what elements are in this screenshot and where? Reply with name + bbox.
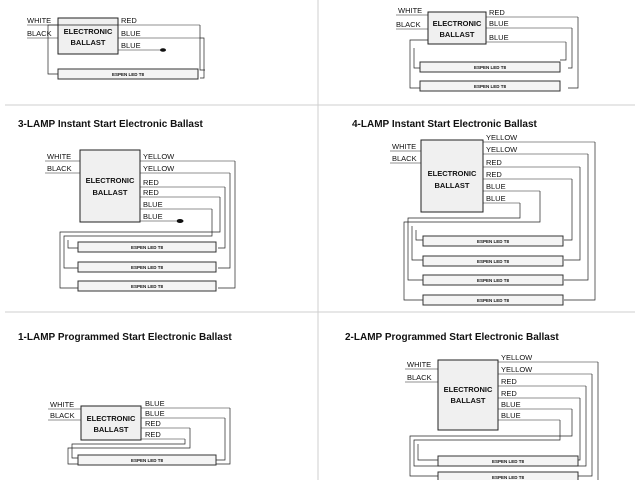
wire-label-blue: BLUE (145, 399, 165, 408)
diagram-top-left: WHITE BLACK ELECTRONIC BALLAST RED BLUE … (27, 16, 205, 80)
wire-label-black: BLACK (392, 154, 417, 163)
wire-label-blue: BLUE (121, 41, 141, 50)
led-tube (422, 255, 564, 267)
ballast-box (57, 17, 119, 55)
wire-label-black: BLACK (407, 373, 432, 382)
diagram-2-lamp-programmed: 2-LAMP Programmed Start Electronic Balla… (345, 332, 599, 480)
ballast-box (427, 11, 487, 45)
led-tube (419, 61, 561, 73)
tube-label: ESPEN LED T8 (474, 84, 507, 89)
diagram-1-lamp-programmed: 1-LAMP Programmed Start Electronic Balla… (18, 332, 232, 466)
diagram-4-lamp-instant: 4-LAMP Instant Start Electronic Ballast … (352, 119, 596, 306)
wire-label-red: RED (486, 158, 502, 167)
wire-label-red: RED (486, 170, 502, 179)
ballast-label: BALLAST (440, 30, 475, 39)
tube-label: ESPEN LED T8 (477, 259, 510, 264)
wire-label-blue: BLUE (501, 411, 521, 420)
ballast-box (80, 405, 142, 441)
wire-label-black: BLACK (47, 164, 72, 173)
wire-label-white: WHITE (398, 6, 422, 15)
wire-label-yellow: YELLOW (501, 365, 533, 374)
tube-label: ESPEN LED T8 (131, 265, 164, 270)
diagram-3-lamp-instant: 3-LAMP Instant Start Electronic Ballast … (18, 119, 236, 292)
led-tube (422, 294, 564, 306)
wire-label-black: BLACK (396, 20, 421, 29)
wire-label-blue: BLUE (501, 400, 521, 409)
wire-label-red: RED (143, 188, 159, 197)
led-tube (422, 235, 564, 247)
wire-label-white: WHITE (50, 400, 74, 409)
led-tube (437, 471, 579, 480)
wire-nut (176, 219, 184, 223)
tube-label: ESPEN LED T8 (474, 65, 507, 70)
led-tube (419, 80, 561, 92)
led-tube (437, 455, 579, 467)
led-tube (77, 261, 217, 273)
section-title: 4-LAMP Instant Start Electronic Ballast (352, 119, 538, 130)
wire-label-blue: BLUE (143, 200, 163, 209)
ballast-label: ELECTRONIC (433, 19, 482, 28)
wire-label-black: BLACK (50, 411, 75, 420)
section-title: 1-LAMP Programmed Start Electronic Balla… (18, 332, 232, 343)
wire-label-yellow: YELLOW (143, 164, 175, 173)
tube-label: ESPEN LED T8 (477, 239, 510, 244)
wire-label-yellow: YELLOW (486, 145, 518, 154)
wire-label-red: RED (121, 16, 137, 25)
ballast-label: BALLAST (435, 181, 470, 190)
ballast-label: ELECTRONIC (87, 414, 136, 423)
tube-label: ESPEN LED T8 (131, 284, 164, 289)
tube-label: ESPEN LED T8 (477, 278, 510, 283)
ballast-label: ELECTRONIC (86, 176, 135, 185)
led-tube (77, 280, 217, 292)
diagram-top-right: WHITE BLACK ELECTRONIC BALLAST RED BLUE … (396, 6, 579, 92)
wire-label-red: RED (143, 178, 159, 187)
ballast-label: BALLAST (94, 425, 129, 434)
wire-label-blue: BLUE (486, 194, 506, 203)
tube-label: ESPEN LED T8 (477, 298, 510, 303)
wire-label-white: WHITE (47, 152, 71, 161)
wire-label-red: RED (145, 430, 161, 439)
wire-label-yellow: YELLOW (486, 133, 518, 142)
ballast-label: ELECTRONIC (428, 169, 477, 178)
ballast-label: ELECTRONIC (64, 27, 113, 36)
wire-label-blue: BLUE (121, 29, 141, 38)
ballast-label: BALLAST (71, 38, 106, 47)
wire-label-blue: BLUE (489, 33, 509, 42)
wire-nut (160, 48, 166, 52)
wire-label-yellow: YELLOW (143, 152, 175, 161)
wire-label-black: BLACK (27, 29, 52, 38)
tube-label: ESPEN LED T8 (131, 245, 164, 250)
tube-label: ESPEN LED T8 (492, 475, 525, 480)
ballast-label: ELECTRONIC (444, 385, 493, 394)
led-tube (422, 274, 564, 286)
wire-label-white: WHITE (27, 16, 51, 25)
tube-label: ESPEN LED T8 (131, 458, 164, 463)
led-tube (77, 454, 217, 466)
ballast-box (79, 149, 141, 223)
wire-label-blue: BLUE (486, 182, 506, 191)
wire-label-yellow: YELLOW (501, 353, 533, 362)
wire-label-blue: BLUE (145, 409, 165, 418)
wire-label-red: RED (501, 377, 517, 386)
ballast-box (437, 359, 499, 431)
section-title: 2-LAMP Programmed Start Electronic Balla… (345, 332, 559, 343)
wire-label-white: WHITE (392, 142, 416, 151)
ballast-label: BALLAST (451, 396, 486, 405)
ballast-label: BALLAST (93, 188, 128, 197)
section-title: 3-LAMP Instant Start Electronic Ballast (18, 119, 204, 130)
led-tube (57, 68, 199, 80)
wire-label-white: WHITE (407, 360, 431, 369)
tube-label: ESPEN LED T8 (112, 72, 145, 77)
wire-label-red: RED (145, 419, 161, 428)
wire-label-red: RED (501, 389, 517, 398)
led-tube (77, 241, 217, 253)
tube-label: ESPEN LED T8 (492, 459, 525, 464)
ballast-box (420, 139, 484, 213)
wire-label-blue: BLUE (143, 212, 163, 221)
wire-label-red: RED (489, 8, 505, 17)
wire-label-blue: BLUE (489, 19, 509, 28)
